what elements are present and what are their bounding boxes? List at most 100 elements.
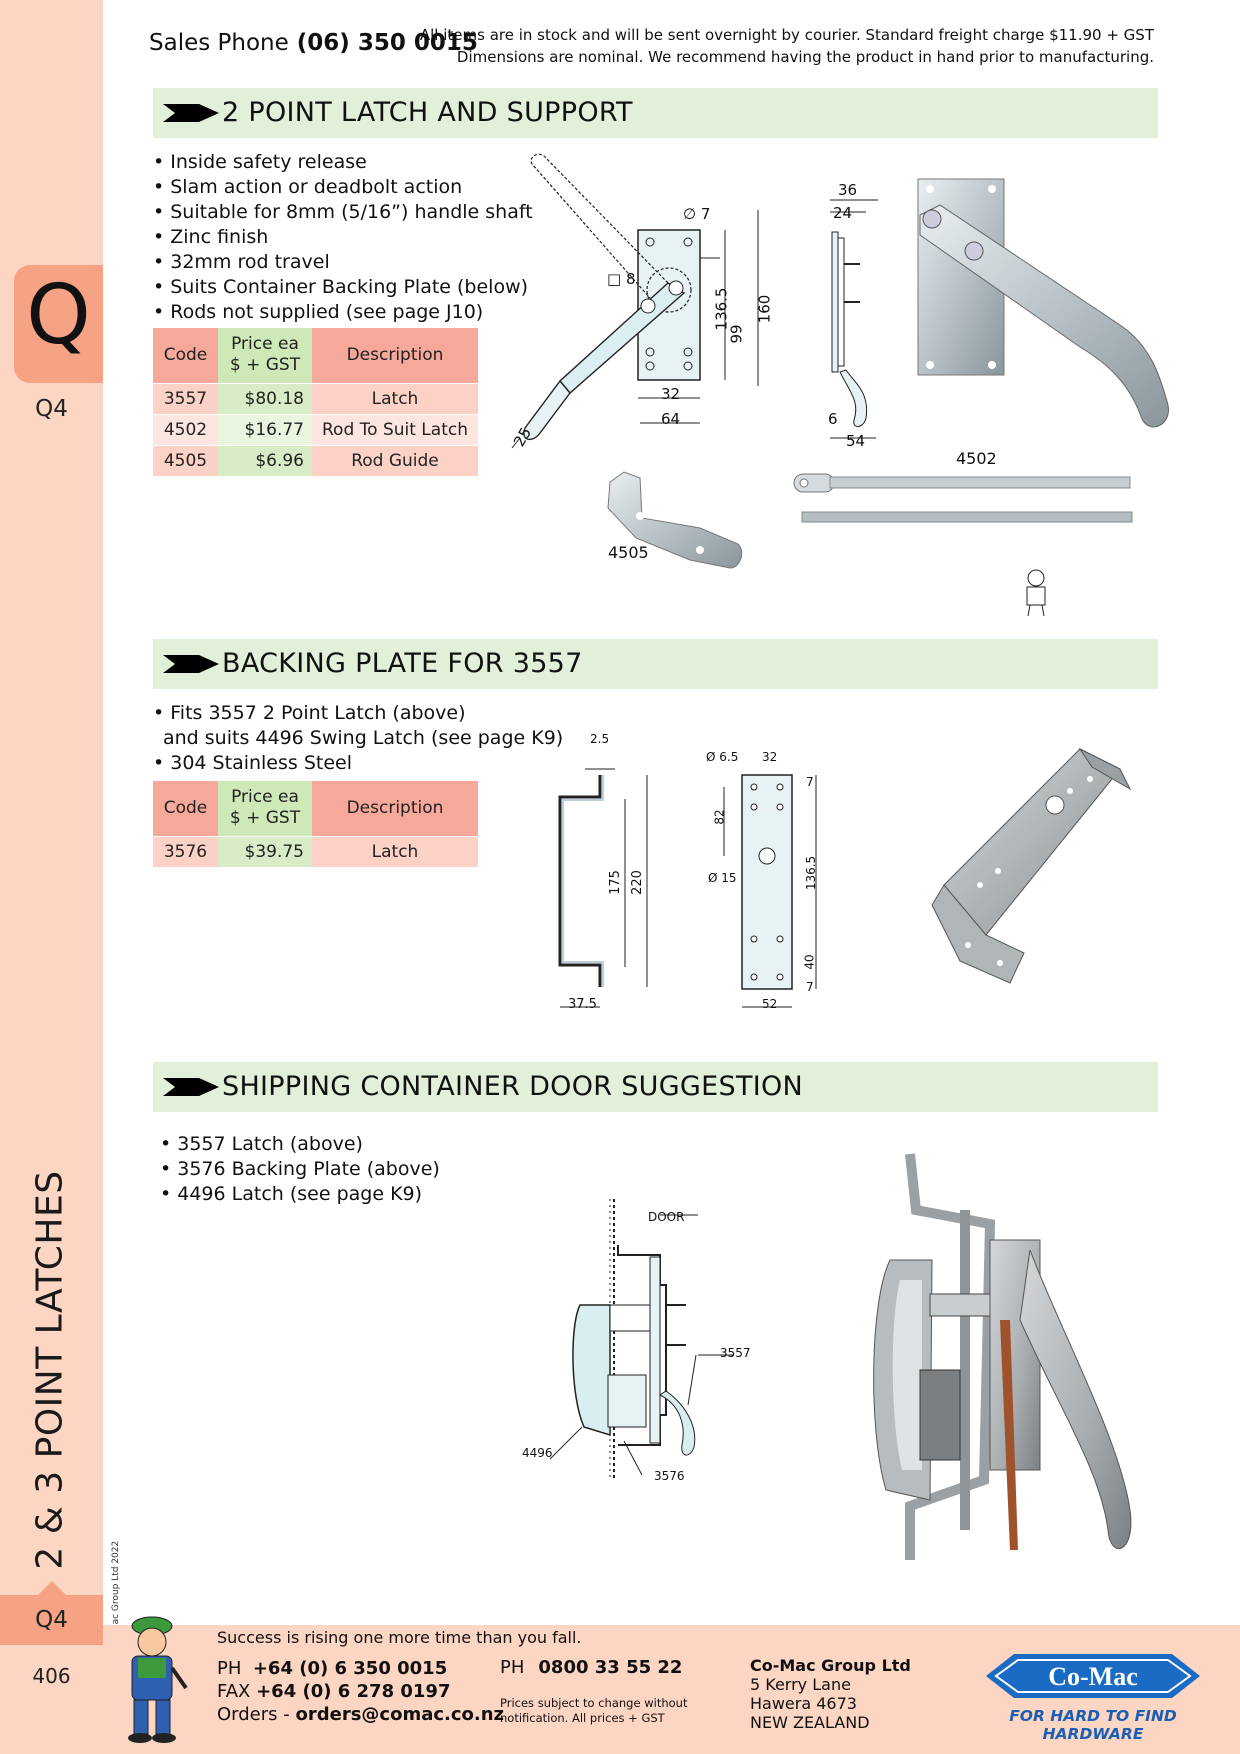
chapter-title: 2 & 3 POINT LATCHES xyxy=(29,1170,71,1570)
feature-item: Slam action or deadbolt action xyxy=(153,175,533,200)
small-mascot-icon xyxy=(1026,569,1046,617)
section-letter: Q xyxy=(26,268,91,363)
logo-text: Co-Mac xyxy=(1048,1662,1138,1691)
table-row: 4505 $6.96 Rod Guide xyxy=(153,444,478,476)
backing-plate-photo xyxy=(931,747,1132,984)
door-assembly-photo xyxy=(873,1153,1132,1560)
dim-label: 82 xyxy=(712,809,727,825)
dim-label: Ø 6.5 xyxy=(706,750,739,764)
photo-label-guide: 4505 xyxy=(608,543,649,562)
fax-line: FAX +64 (0) 6 278 0197 xyxy=(217,1681,451,1702)
dim-label: 220 xyxy=(629,870,645,895)
dim-label: 24 xyxy=(833,204,853,222)
orders-line: Orders - orders@comac.co.nz xyxy=(217,1704,505,1725)
freight-notice: All items are in stock and will be sent … xyxy=(420,24,1154,68)
latch-price-table: Code Price ea$ + GST Description 3557 $8… xyxy=(153,328,478,476)
col-price: Price ea$ + GST xyxy=(218,781,312,836)
price-note: Prices subject to change without notific… xyxy=(500,1696,688,1725)
dim-label: 6 xyxy=(828,410,838,428)
callout-swing-latch: 4496 xyxy=(522,1446,553,1460)
page-number: 406 xyxy=(32,1664,71,1688)
feature-item: Fits 3557 2 Point Latch (above) xyxy=(153,701,563,726)
feature-item: 304 Stainless Steel xyxy=(153,751,563,776)
sales-number: (06) 350 0015 xyxy=(296,30,478,56)
latch-side-drawing xyxy=(830,199,878,439)
arrow-icon xyxy=(163,1078,219,1096)
plate-side-drawing xyxy=(558,768,648,1008)
suggestion-item: 4496 Latch (see page K9) xyxy=(160,1182,440,1207)
dim-label: 52 xyxy=(762,997,778,1011)
dim-label: □ 8 xyxy=(607,270,636,288)
dim-label: 2.5 xyxy=(590,732,610,746)
arrow-icon xyxy=(163,104,219,122)
dim-label: 40 xyxy=(802,954,817,970)
rod-photo xyxy=(793,473,1133,523)
feature-item: Suitable for 8mm (5/16”) handle shaft xyxy=(153,200,532,225)
table-row: 3576 $39.75 Latch xyxy=(153,835,478,867)
section-heading-latch: 2 POINT LATCH AND SUPPORT xyxy=(153,88,1158,138)
callout-latch: 3557 xyxy=(720,1346,751,1360)
notice-line-1: All items are in stock and will be sent … xyxy=(419,26,1154,44)
dim-label: 175 xyxy=(607,870,623,895)
callout-door: DOOR xyxy=(648,1210,685,1224)
section-tab xyxy=(14,265,103,383)
dim-label: 7 xyxy=(806,775,814,789)
footer-contacts: PH +64 (0) 6 350 0015 FAX +64 (0) 6 278 … xyxy=(217,1657,504,1726)
col-code: Code xyxy=(153,328,218,383)
dim-label: 37.5 xyxy=(568,997,597,1012)
table-row: 3557 $80.18 Latch xyxy=(153,382,478,414)
dim-label: 32 xyxy=(661,385,681,403)
dim-label: 99 xyxy=(727,324,746,344)
suggestion-item: 3576 Backing Plate (above) xyxy=(160,1157,440,1182)
photo-label-rod: 4502 xyxy=(956,449,997,468)
dim-label: Ø 15 xyxy=(708,871,737,885)
rod-guide-photo xyxy=(607,471,743,569)
logo-tagline: FOR HARD TO FIND HARDWARE xyxy=(1009,1707,1177,1743)
phone-line: PH +64 (0) 6 350 0015 xyxy=(217,1658,448,1679)
suggestion-item: 3557 Latch (above) xyxy=(160,1132,440,1157)
section-title: SHIPPING CONTAINER DOOR SUGGESTION xyxy=(222,1071,804,1102)
col-description: Description xyxy=(312,328,478,383)
section-title: 2 POINT LATCH AND SUPPORT xyxy=(222,97,633,128)
dim-label: 36 xyxy=(838,181,858,199)
dim-label: 54 xyxy=(846,432,866,450)
bottom-tab xyxy=(0,1581,103,1645)
dim-label: 7 xyxy=(806,980,814,994)
comac-logo: Co-Mac xyxy=(986,1654,1200,1698)
feature-item: Inside safety release xyxy=(153,150,533,175)
dim-label: 64 xyxy=(661,410,681,428)
plate-features: Fits 3557 2 Point Latch (above) and suit… xyxy=(153,701,563,776)
company-address: Co-Mac Group Ltd 5 Kerry Lane Hawera 467… xyxy=(750,1656,911,1732)
arrow-icon xyxy=(163,655,219,673)
sales-phone: Sales Phone (06) 350 0015 xyxy=(149,30,478,56)
section-code: Q4 xyxy=(35,396,68,422)
dim-label: 32 xyxy=(762,750,778,764)
section-title: BACKING PLATE FOR 3557 xyxy=(222,648,583,679)
table-row: 4502 $16.77 Rod To Suit Latch xyxy=(153,413,478,445)
latch-photo xyxy=(917,178,1169,428)
section-heading-backing-plate: BACKING PLATE FOR 3557 xyxy=(153,639,1158,689)
latch-features: Inside safety release Slam action or dea… xyxy=(153,150,533,325)
feature-item: 32mm rod travel xyxy=(153,250,533,275)
door-suggestion-list: 3557 Latch (above) 3576 Backing Plate (a… xyxy=(160,1132,440,1207)
sales-label: Sales Phone xyxy=(149,30,289,56)
plate-front-drawing xyxy=(723,774,817,1008)
feature-item: Zinc finish xyxy=(153,225,533,250)
feature-item: Suits Container Backing Plate (below) xyxy=(153,275,533,300)
col-code: Code xyxy=(153,781,218,836)
orders-email-link[interactable]: orders@comac.co.nz xyxy=(295,1704,505,1725)
callout-plate: 3576 xyxy=(654,1469,685,1483)
dim-label: ∅ 7 xyxy=(683,205,711,223)
latch-front-drawing xyxy=(511,153,759,449)
dim-label: 160 xyxy=(755,294,774,324)
feature-item: Rods not supplied (see page J10) xyxy=(153,300,533,325)
dim-label: 136.5 xyxy=(804,855,819,891)
door-assembly-drawing xyxy=(549,1199,734,1479)
bottom-section-code: Q4 xyxy=(35,1607,68,1633)
col-description: Description xyxy=(312,781,478,836)
notice-line-2: Dimensions are nominal. We recommend hav… xyxy=(456,48,1154,66)
footer-motto: Success is rising one more time than you… xyxy=(217,1628,582,1647)
section-heading-container-door: SHIPPING CONTAINER DOOR SUGGESTION xyxy=(153,1062,1158,1112)
mascot-icon xyxy=(128,1616,188,1743)
